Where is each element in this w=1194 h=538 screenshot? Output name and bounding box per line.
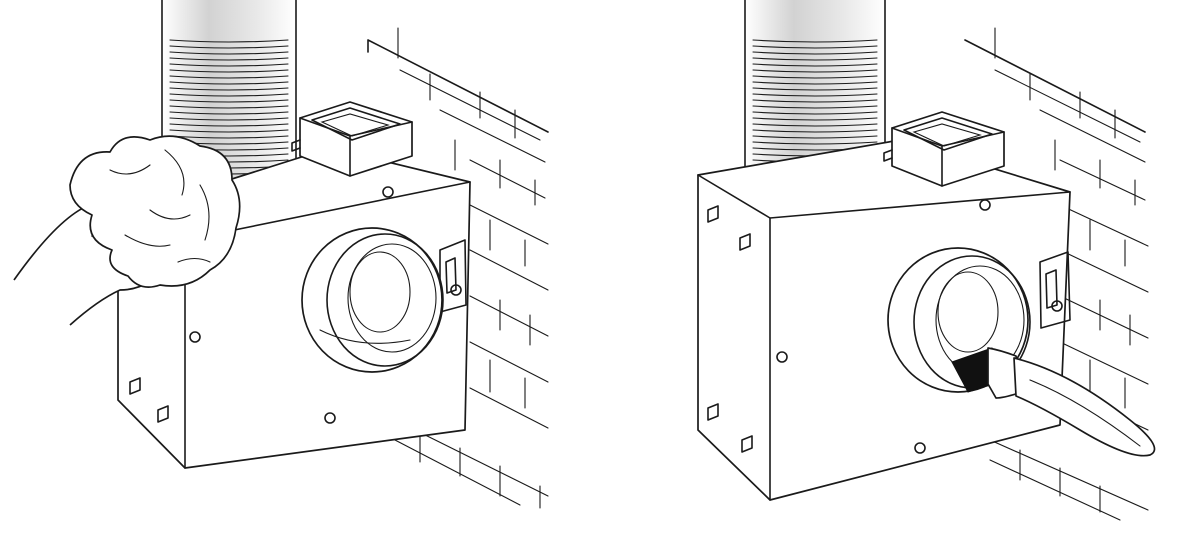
- duct-rib: [169, 129, 289, 133]
- duct-rib: [169, 87, 289, 91]
- duct-rib: [752, 75, 878, 79]
- duct-rib: [752, 99, 878, 103]
- duct-rib: [752, 93, 878, 97]
- duct-rib: [169, 135, 289, 139]
- duct-rib: [169, 69, 289, 73]
- duct-rib: [169, 57, 289, 61]
- duct-rib: [752, 123, 878, 127]
- cleaning-brush: [951, 347, 1156, 457]
- duct-rib: [752, 45, 878, 49]
- duct-rib: [169, 105, 289, 109]
- brick-wall-left: [367, 27, 549, 509]
- outlet-spigot-left: [301, 227, 444, 373]
- panel-left-wipe-with-cloth: [13, 0, 549, 509]
- duct-rib: [752, 39, 878, 43]
- duct-rib: [169, 123, 289, 127]
- duct-rib: [752, 63, 878, 67]
- duct-rib: [752, 105, 878, 109]
- panel-right-clean-with-brush: [697, 0, 1156, 521]
- brick-wall-right: [964, 27, 1149, 521]
- duct-rib: [752, 141, 878, 145]
- duct-rib: [169, 39, 289, 43]
- duct-rib: [169, 99, 289, 103]
- duct-rib: [169, 45, 289, 49]
- duct-rib: [752, 111, 878, 115]
- duct-rib: [169, 117, 289, 121]
- duct-rib: [752, 51, 878, 55]
- duct-rib: [169, 93, 289, 97]
- duct-rib: [169, 75, 289, 79]
- duct-rib: [752, 129, 878, 133]
- duct-rib: [752, 117, 878, 121]
- terminal-box-right: [883, 111, 1005, 187]
- duct-rib: [169, 81, 289, 85]
- terminal-box-left: [291, 101, 413, 177]
- duct-rib: [169, 111, 289, 115]
- duct-rib: [169, 63, 289, 67]
- duct-rib: [752, 135, 878, 139]
- duct-rib: [752, 87, 878, 91]
- duct-rib: [752, 57, 878, 61]
- duct-rib: [752, 81, 878, 85]
- duct-rib: [169, 51, 289, 55]
- duct-rib: [752, 69, 878, 73]
- hand-with-cloth: [13, 135, 241, 326]
